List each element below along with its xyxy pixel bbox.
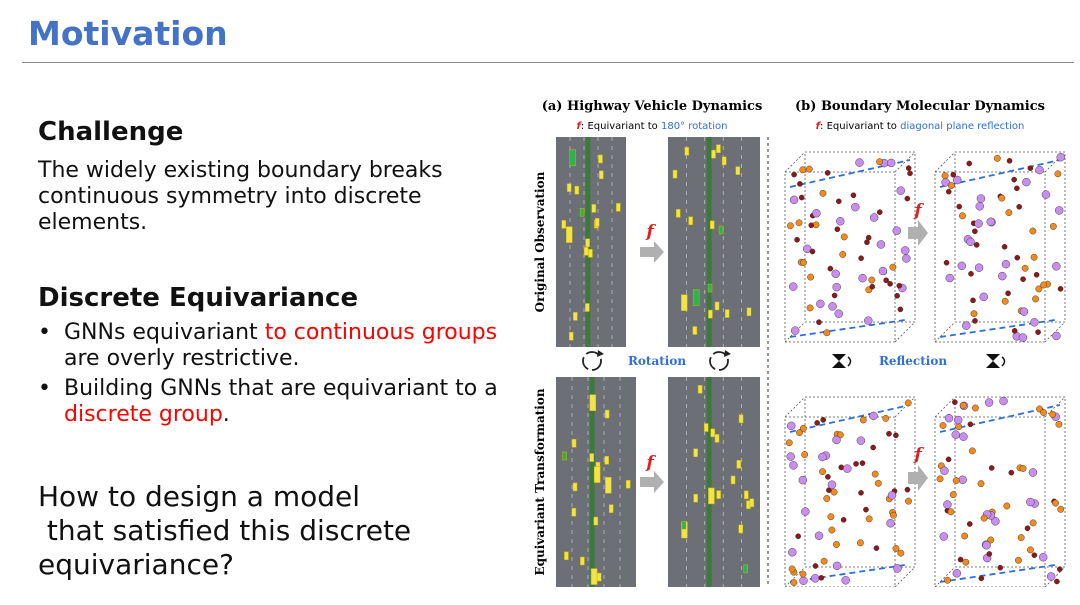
bullet-text: . bbox=[222, 402, 230, 427]
reflection-icon bbox=[832, 354, 852, 368]
bullet-highlight: discrete group bbox=[64, 402, 223, 427]
transform-arrow bbox=[908, 465, 928, 491]
bullet-text: GNNs equivariant bbox=[64, 320, 265, 345]
panel-b-subtitle: f: Equivariant to diagonal plane reflect… bbox=[816, 121, 1025, 132]
slide-title: Motivation bbox=[28, 14, 228, 53]
highway-lanes bbox=[672, 137, 752, 347]
transform-arrow bbox=[640, 471, 664, 493]
road-details bbox=[561, 137, 755, 587]
bullet-item: • GNNs equivariant to continuous groups … bbox=[38, 320, 508, 372]
highway-images bbox=[556, 137, 760, 587]
question-line: equivariance? bbox=[38, 548, 234, 581]
f-symbol: f bbox=[645, 453, 656, 473]
molecule-box bbox=[934, 151, 1066, 343]
question-line: How to design a model bbox=[38, 480, 361, 513]
f-symbol: f bbox=[645, 222, 656, 242]
challenge-heading: Challenge bbox=[38, 117, 184, 147]
subtitle-text: : Equivariant to bbox=[581, 121, 661, 132]
reflection-icon bbox=[986, 354, 1006, 368]
rotation-icon bbox=[582, 350, 604, 371]
bullet-item: • Building GNNs that are equivariant to … bbox=[38, 376, 508, 428]
f-symbol: f bbox=[913, 445, 924, 465]
molecule-boxes bbox=[784, 151, 1066, 587]
reflection-label: Reflection bbox=[879, 354, 947, 368]
subtitle-highlight: diagonal plane reflection bbox=[900, 121, 1024, 132]
molecule-box bbox=[784, 396, 916, 587]
transform-arrow bbox=[908, 220, 928, 246]
row-label-original: Original Observation bbox=[533, 171, 547, 312]
panel-a-title: (a) Highway Vehicle Dynamics bbox=[542, 99, 763, 114]
question-line: that satisfied this discrete bbox=[38, 514, 412, 547]
title-divider bbox=[22, 62, 1074, 63]
bullet-highlight: to continuous groups bbox=[264, 320, 498, 345]
rotation-icon bbox=[709, 350, 731, 371]
question-text: How to design a model that satisfied thi… bbox=[38, 480, 518, 582]
molecule-box bbox=[784, 151, 916, 343]
f-symbol: f bbox=[913, 201, 924, 221]
panel-a-subtitle: f: Equivariant to 180° rotation bbox=[577, 121, 728, 132]
row-label-transformed: Equivariant Transformation bbox=[533, 388, 547, 575]
f-symbol: f bbox=[816, 121, 822, 132]
equivariance-bullets: • GNNs equivariant to continuous groups … bbox=[38, 320, 508, 432]
challenge-text: The widely existing boundary breaks cont… bbox=[38, 158, 443, 235]
road-image bbox=[668, 137, 760, 347]
bullet-dot: • bbox=[38, 376, 51, 401]
bullet-dot: • bbox=[38, 320, 51, 345]
subtitle-highlight: 180° rotation bbox=[661, 121, 727, 132]
panel-b-title: (b) Boundary Molecular Dynamics bbox=[795, 99, 1045, 114]
highway-lanes bbox=[681, 377, 755, 587]
highway-lanes bbox=[561, 137, 621, 347]
f-symbol: f bbox=[577, 121, 583, 132]
highway-lanes bbox=[562, 377, 631, 587]
subtitle-text: : Equivariant to bbox=[820, 121, 900, 132]
rotation-label: Rotation bbox=[628, 354, 686, 368]
bullet-text: are overly restrictive. bbox=[64, 346, 300, 371]
bullet-text: Building GNNs that are equivariant to a bbox=[64, 376, 498, 401]
dynamics-figure: (a) Highway Vehicle Dynamics (b) Boundar… bbox=[533, 99, 1066, 587]
molecule-box bbox=[934, 396, 1066, 587]
equivariance-heading: Discrete Equivariance bbox=[38, 283, 359, 313]
road-image bbox=[668, 377, 760, 587]
transform-arrow bbox=[640, 241, 664, 263]
